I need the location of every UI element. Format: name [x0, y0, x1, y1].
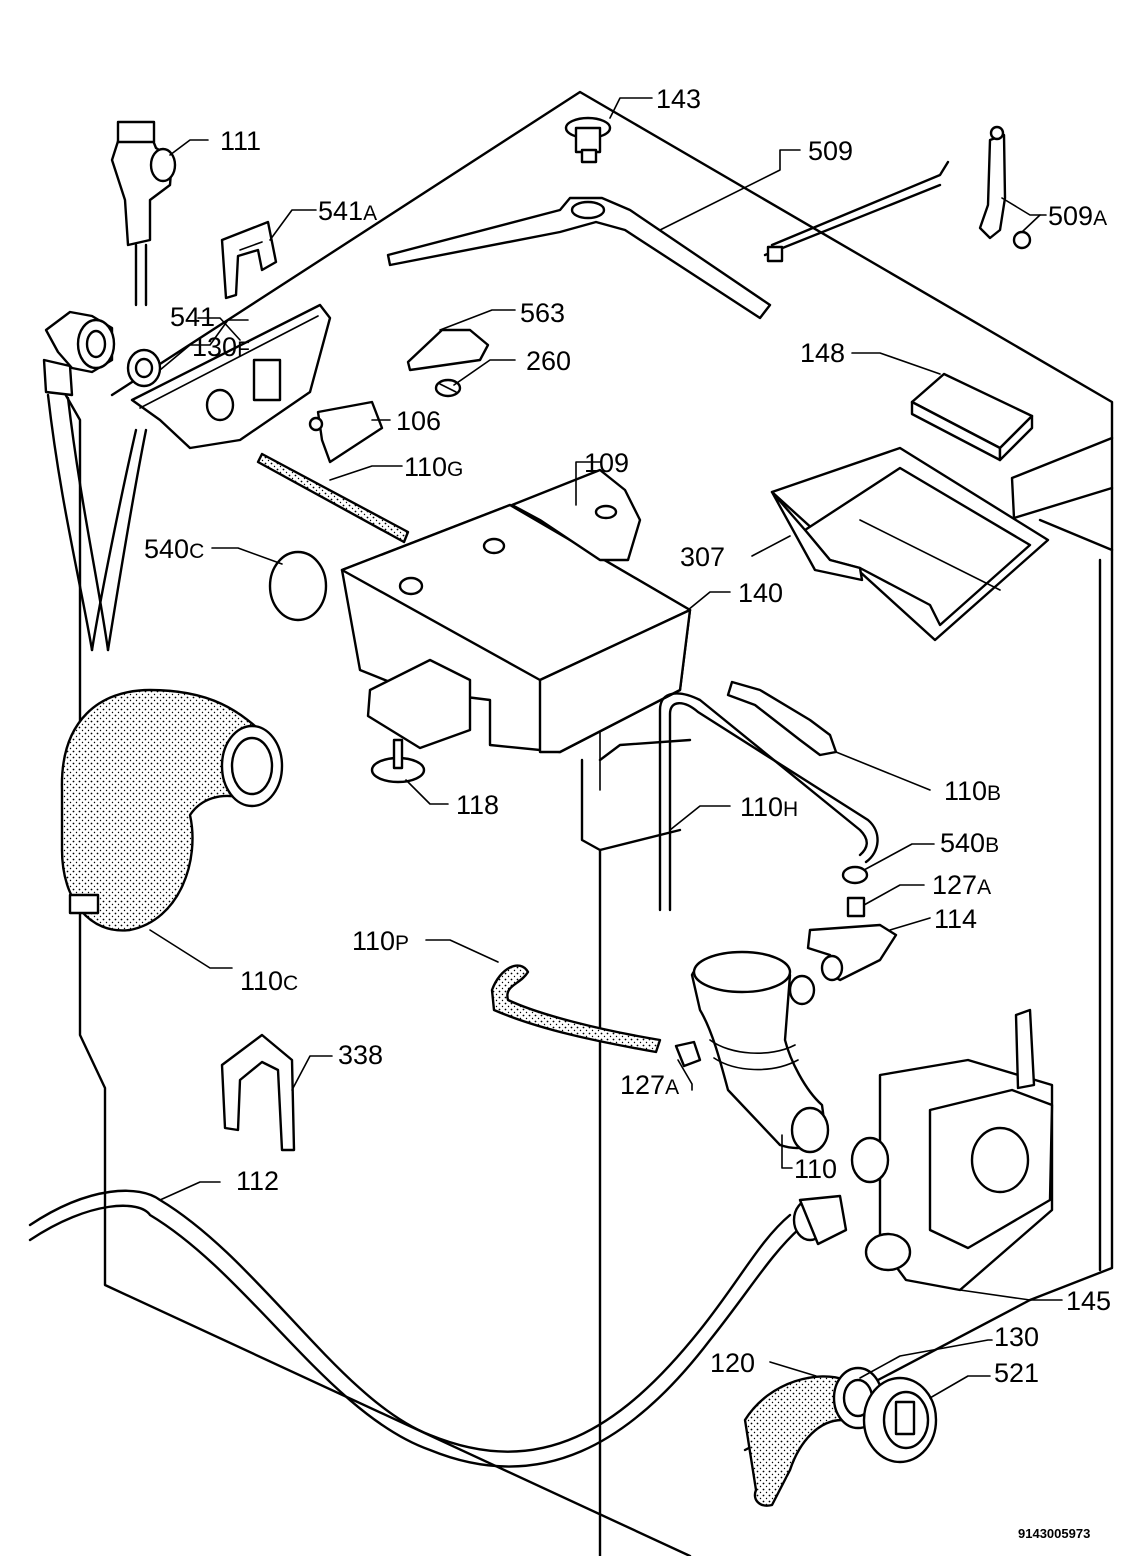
label-127a-low: 127A: [620, 1070, 680, 1100]
label-540b: 540B: [940, 828, 1000, 858]
label-110p: 110P: [352, 926, 410, 956]
part-127a-low-drawing: [674, 1040, 702, 1068]
part-118-drawing: [370, 738, 426, 784]
part-338-drawing: [220, 1033, 296, 1152]
part-509a-drawing: [978, 125, 1032, 250]
label-143: 143: [656, 84, 702, 114]
label-540c: 540C: [144, 534, 205, 564]
label-130: 130: [994, 1322, 1040, 1352]
part-111-drawing: [110, 120, 177, 307]
part-110g-drawing: [256, 452, 410, 544]
part-541a-drawing: [220, 220, 278, 300]
part-130f-drawing: [42, 310, 162, 397]
part-110-drawing: [690, 950, 830, 1154]
label-563: 563: [520, 298, 566, 328]
label-110b: 110B: [944, 776, 1002, 806]
part-148-drawing: [910, 372, 1034, 462]
label-509: 509: [808, 136, 854, 166]
part-120-drawing: [743, 1375, 847, 1507]
inlet-hose-left: [46, 393, 148, 652]
part-110h-drawing: [658, 692, 879, 912]
label-130f: 130F: [192, 332, 250, 362]
part-110p-drawing: [490, 964, 662, 1054]
label-110c: 110C: [240, 966, 299, 996]
part-540b-drawing: [841, 865, 869, 885]
label-521: 521: [994, 1358, 1040, 1388]
part-143-drawing: [564, 116, 612, 164]
part-541-drawing: [130, 303, 332, 450]
leader-lines: [149, 97, 1063, 1399]
part-260-drawing: [434, 378, 462, 398]
part-307-drawing: [770, 446, 1050, 642]
drawing-code: 9143005973: [1018, 1526, 1091, 1541]
label-509a: 509A: [1048, 201, 1108, 231]
part-109-drawing: [510, 468, 642, 562]
part-106-drawing: [308, 400, 384, 464]
label-148: 148: [800, 338, 846, 368]
part-509-drawing: [386, 160, 950, 320]
part-563-drawing: [406, 328, 490, 372]
label-111: 111: [220, 126, 262, 156]
label-145: 145: [1066, 1286, 1112, 1316]
label-127a-top: 127A: [932, 870, 992, 900]
part-140-drawing: [340, 503, 692, 754]
part-145-drawing: [850, 1008, 1054, 1292]
part-114-drawing: [806, 923, 898, 982]
label-307: 307: [680, 542, 726, 572]
part-110c-drawing: [60, 688, 284, 932]
part-127a-top-drawing: [846, 896, 866, 918]
label-260: 260: [526, 346, 572, 376]
label-110h: 110H: [740, 792, 799, 822]
label-541a: 541A: [318, 196, 378, 226]
label-541: 541: [170, 302, 216, 332]
label-106: 106: [396, 406, 442, 436]
label-140: 140: [738, 578, 784, 608]
part-521-drawing: [862, 1376, 938, 1464]
label-110: 110: [794, 1154, 838, 1184]
label-110g: 110G: [404, 452, 464, 482]
label-114: 114: [934, 904, 978, 934]
cabinet-outline: [58, 90, 1114, 1556]
label-112: 112: [236, 1166, 280, 1196]
label-109: 109: [584, 448, 630, 478]
part-110b-drawing: [726, 680, 838, 757]
label-338: 338: [338, 1040, 384, 1070]
label-120: 120: [710, 1348, 756, 1378]
label-118: 118: [456, 790, 500, 820]
part-540c-drawing: [268, 550, 328, 622]
part-112-drawing: [28, 1189, 848, 1468]
